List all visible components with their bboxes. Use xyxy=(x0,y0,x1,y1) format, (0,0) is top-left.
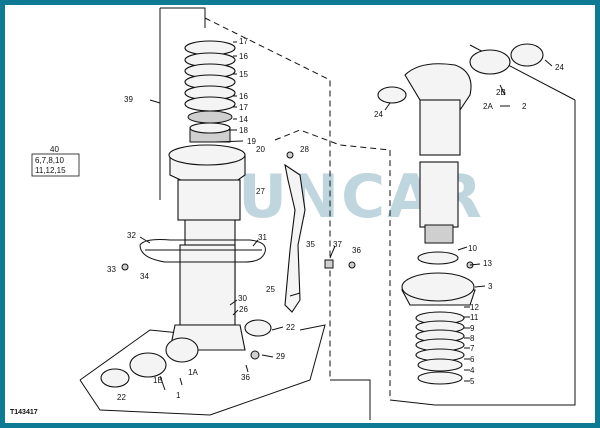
clamp-bands xyxy=(139,239,266,263)
callout-37: 37 xyxy=(333,240,342,249)
callout-2a: 2A xyxy=(483,102,493,111)
callout-9: 9 xyxy=(470,324,475,333)
callout-12: 12 xyxy=(470,303,479,312)
callout-29: 29 xyxy=(276,352,285,361)
callout-4: 4 xyxy=(470,366,475,375)
callout-20: 20 xyxy=(256,145,265,154)
callout-24: 24 xyxy=(555,63,564,72)
frame-line xyxy=(389,399,436,406)
callout-22: 22 xyxy=(117,393,126,402)
callout-3: 3 xyxy=(488,282,493,291)
callout-33: 33 xyxy=(107,265,116,274)
callout-14: 14 xyxy=(239,115,248,124)
callout-17: 17 xyxy=(239,37,248,46)
callout-22: 22 xyxy=(286,323,295,332)
callout-34: 34 xyxy=(140,272,149,281)
callout-1b: 1B xyxy=(153,376,163,385)
callout-32: 32 xyxy=(127,231,136,240)
group-members-line1: 6,7,8,10 xyxy=(35,156,64,165)
figure-code: T143417 xyxy=(10,409,38,416)
leader-lines xyxy=(139,41,553,391)
frame-dash-line xyxy=(274,129,391,400)
callout-17: 17 xyxy=(239,103,248,112)
callout-labels: 17 16 15 16 17 14 18 19 20 39 28 27 32 3… xyxy=(107,37,564,402)
frame-line xyxy=(330,379,371,420)
bracket-block xyxy=(324,259,334,269)
group-number: 40 xyxy=(50,145,59,154)
callout-2b: 2B xyxy=(496,88,506,97)
bushing-parts xyxy=(100,319,272,388)
callout-25: 25 xyxy=(266,285,275,294)
callout-6: 6 xyxy=(470,355,475,364)
group-label: 40 6,7,8,10 11,12,15 xyxy=(31,145,80,177)
callout-27: 27 xyxy=(256,187,265,196)
callout-36: 36 xyxy=(352,246,361,255)
frame-line xyxy=(209,324,326,416)
fitting xyxy=(286,151,294,159)
cylinder-barrel xyxy=(168,144,246,351)
seal-stack xyxy=(184,40,236,143)
bolt xyxy=(121,263,129,271)
callout-2: 2 xyxy=(522,102,527,111)
frame-line xyxy=(435,100,576,406)
callout-8: 8 xyxy=(470,334,475,343)
callout-26: 26 xyxy=(239,305,248,314)
callout-1: 1 xyxy=(176,391,181,400)
callout-10: 10 xyxy=(468,244,477,253)
callout-30: 30 xyxy=(238,294,247,303)
frame-line xyxy=(79,379,211,416)
callout-5: 5 xyxy=(470,377,475,386)
callout-39: 39 xyxy=(124,95,133,104)
callout-35: 35 xyxy=(306,240,315,249)
callout-19: 19 xyxy=(247,137,256,146)
group-members-line2: 11,12,15 xyxy=(35,166,66,175)
bolt xyxy=(348,261,356,269)
callout-7: 7 xyxy=(470,344,475,353)
callout-11: 11 xyxy=(470,313,479,322)
frame-line xyxy=(160,7,206,28)
piston-rod xyxy=(377,43,544,244)
callout-13: 13 xyxy=(483,259,492,268)
callout-24: 24 xyxy=(374,110,383,119)
piston-seals xyxy=(401,251,476,385)
callout-16: 16 xyxy=(239,52,248,61)
callout-36: 36 xyxy=(241,373,250,382)
callout-15: 15 xyxy=(239,70,248,79)
tube-line xyxy=(284,163,306,313)
callout-16: 16 xyxy=(239,92,248,101)
callout-31: 31 xyxy=(258,233,267,242)
callout-18: 18 xyxy=(239,126,248,135)
callout-1a: 1A xyxy=(188,368,198,377)
callout-28: 28 xyxy=(300,145,309,154)
